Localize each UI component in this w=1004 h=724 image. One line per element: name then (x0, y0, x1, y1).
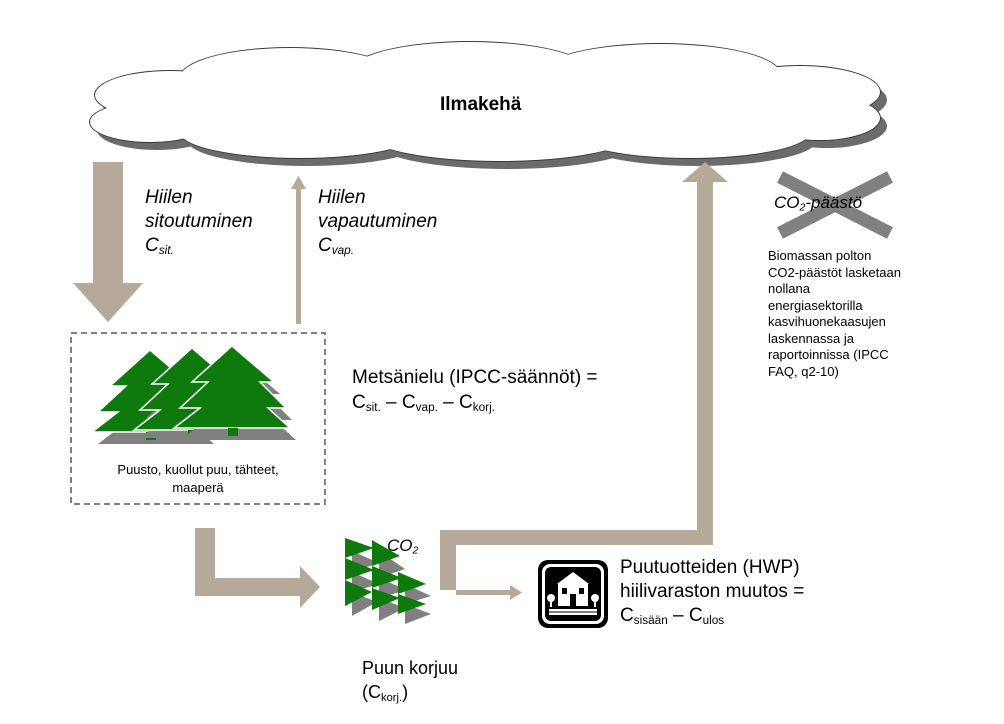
forest-trees-icon (89, 345, 296, 444)
release-label: Hiilen vapautuminen Cvap. (318, 186, 437, 263)
hwp-line2: hiilivaraston muutos = (620, 581, 805, 602)
forest-caption-line1: Puusto, kuollut puu, tähteet, (117, 462, 279, 477)
forest-box (70, 332, 326, 505)
sequestration-line1: Hiilen (145, 187, 193, 208)
biomass-note-line: CO2-päästöt lasketaan (768, 264, 901, 280)
hwp-line1: Puutuotteiden (HWP) (620, 557, 800, 578)
forest-caption-line2: maaperä (172, 480, 224, 495)
forest-sink-equation: Csit. – Cvap. – Ckorj. (352, 392, 495, 414)
biomass-note-line: Biomassan polton (768, 248, 872, 263)
house-icon (538, 560, 608, 628)
co2-emission-label: CO2-päästö (774, 193, 863, 214)
release-symbol: Cvap. (318, 235, 354, 257)
biomass-note-line: kasvihuonekaasujen (768, 314, 886, 329)
forest-sink-formula: Metsänielu (IPCC-säännöt) = Csit. – Cvap… (352, 365, 598, 420)
release-line2: vapautuminen (318, 211, 438, 232)
sequestration-symbol: Csit. (145, 235, 174, 257)
cross-out-icon (777, 171, 893, 239)
release-arrow (291, 176, 306, 324)
biomass-note-line: laskennassa ja (768, 330, 854, 346)
emission-return-arrow (440, 162, 728, 590)
harvest-line1: Puun korjuu (362, 658, 459, 678)
sequestration-arrow (73, 162, 143, 322)
atmosphere-cloud (89, 41, 887, 169)
atmosphere-label: Ilmakehä (440, 94, 522, 115)
biomass-note-line: raportoinnissa (IPCC (768, 347, 889, 362)
harvest-label: Puun korjuu (Ckorj.) (362, 656, 458, 710)
biomass-note-line: nollana (768, 281, 810, 296)
harvest-line2: (Ckorj.) (362, 682, 409, 704)
harvest-arrow (195, 528, 320, 608)
hwp-equation: Csisään – Culos (620, 605, 725, 627)
biomass-note: Biomassan polton CO2-päästöt lasketaan n… (768, 248, 901, 380)
release-line1: Hiilen (318, 187, 366, 208)
hwp-arrow (456, 585, 522, 600)
sequestration-label: Hiilen sitoutuminen Csit. (145, 186, 253, 263)
forest-sink-title: Metsänielu (IPCC-säännöt) = (352, 367, 598, 388)
biomass-note-line: energiasektorilla (768, 297, 863, 313)
hwp-formula: Puutuotteiden (HWP) hiilivaraston muutos… (620, 556, 804, 633)
biomass-note-line: FAQ, q2-10) (768, 363, 839, 379)
sequestration-line2: sitoutuminen (145, 211, 253, 232)
harvest-co2-label: CO2 (387, 536, 419, 557)
forest-box-caption: Puusto, kuollut puu, tähteet, maaperä (71, 461, 325, 497)
harvested-trees-icon (345, 522, 431, 624)
